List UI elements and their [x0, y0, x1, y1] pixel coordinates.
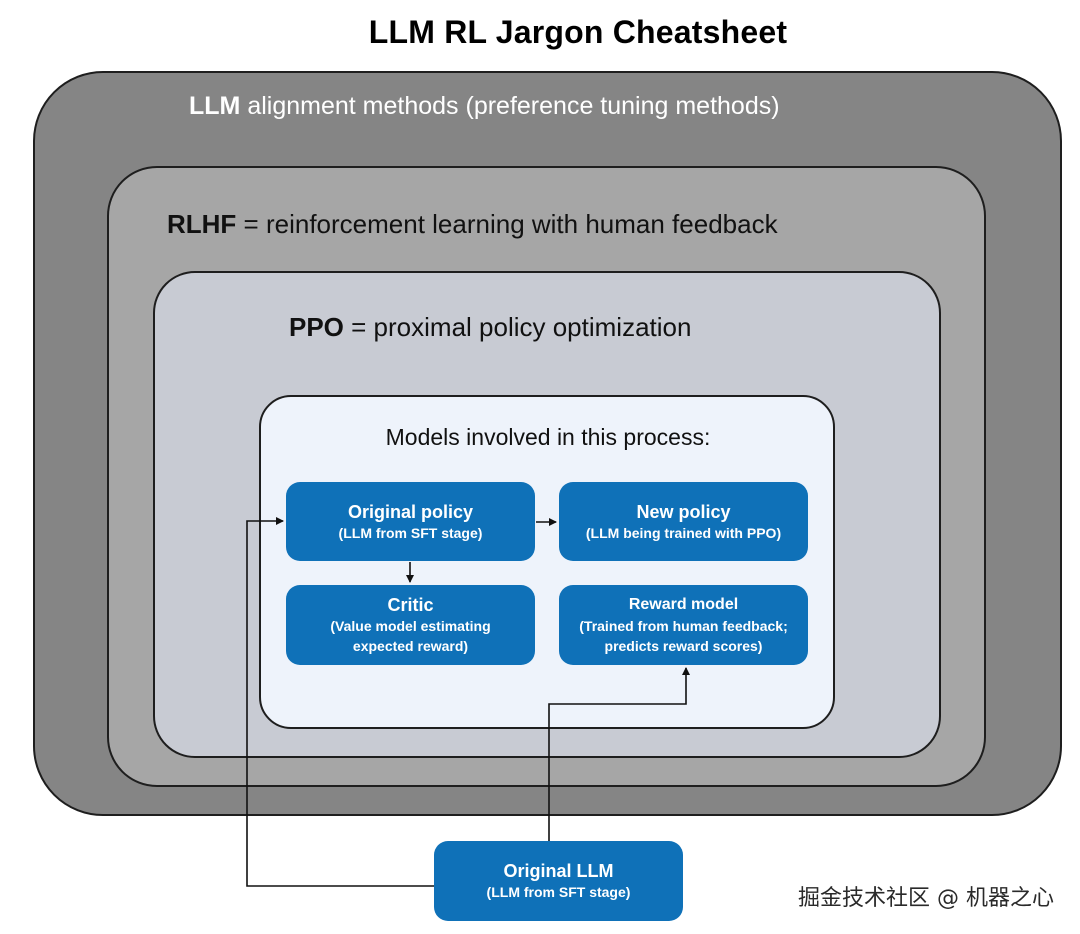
rlhf-heading: RLHF = reinforcement learning with human…: [167, 209, 778, 240]
node-subtitle: (Trained from human feedback;: [579, 618, 788, 634]
heading-definition: alignment methods (preference tuning met…: [240, 92, 780, 120]
original-policy-node: Original policy (LLM from SFT stage): [286, 482, 535, 561]
critic-node: Critic (Value model estimating expected …: [286, 585, 535, 665]
models-heading: Models involved in this process:: [385, 424, 711, 450]
node-subtitle: predicts reward scores): [604, 638, 763, 654]
node-title: New policy: [636, 501, 731, 522]
heading-definition: = reinforcement learning with human feed…: [236, 209, 778, 239]
alignment-methods-heading: LLM alignment methods (preference tuning…: [189, 92, 780, 121]
heading-term: RLHF: [167, 209, 237, 239]
node-subtitle: (LLM being trained with PPO): [585, 524, 782, 541]
heading-term: PPO: [289, 312, 344, 342]
node-subtitle: (LLM from SFT stage): [486, 884, 631, 900]
node-subtitle: (Value model estimating: [330, 618, 491, 634]
node-title: Critic: [387, 595, 434, 615]
node-title: Original policy: [347, 501, 474, 522]
node-subtitle: (LLM from SFT stage): [338, 524, 483, 541]
watermark: 掘金技术社区 @ 机器之心: [798, 886, 1054, 911]
ppo-heading: PPO = proximal policy optimization: [289, 312, 691, 343]
reward-model-node: Reward model (Trained from human feedbac…: [559, 585, 808, 665]
original-llm-node: Original LLM (LLM from SFT stage): [434, 841, 683, 921]
heading-definition: = proximal policy optimization: [343, 312, 692, 342]
page-title: LLM RL Jargon Cheatsheet: [368, 14, 788, 50]
node-title: Reward model: [628, 596, 739, 613]
node-title: Original LLM: [503, 861, 614, 881]
heading-term: LLM: [189, 92, 241, 120]
new-policy-node: New policy (LLM being trained with PPO): [559, 482, 808, 561]
node-subtitle: expected reward): [352, 638, 469, 654]
